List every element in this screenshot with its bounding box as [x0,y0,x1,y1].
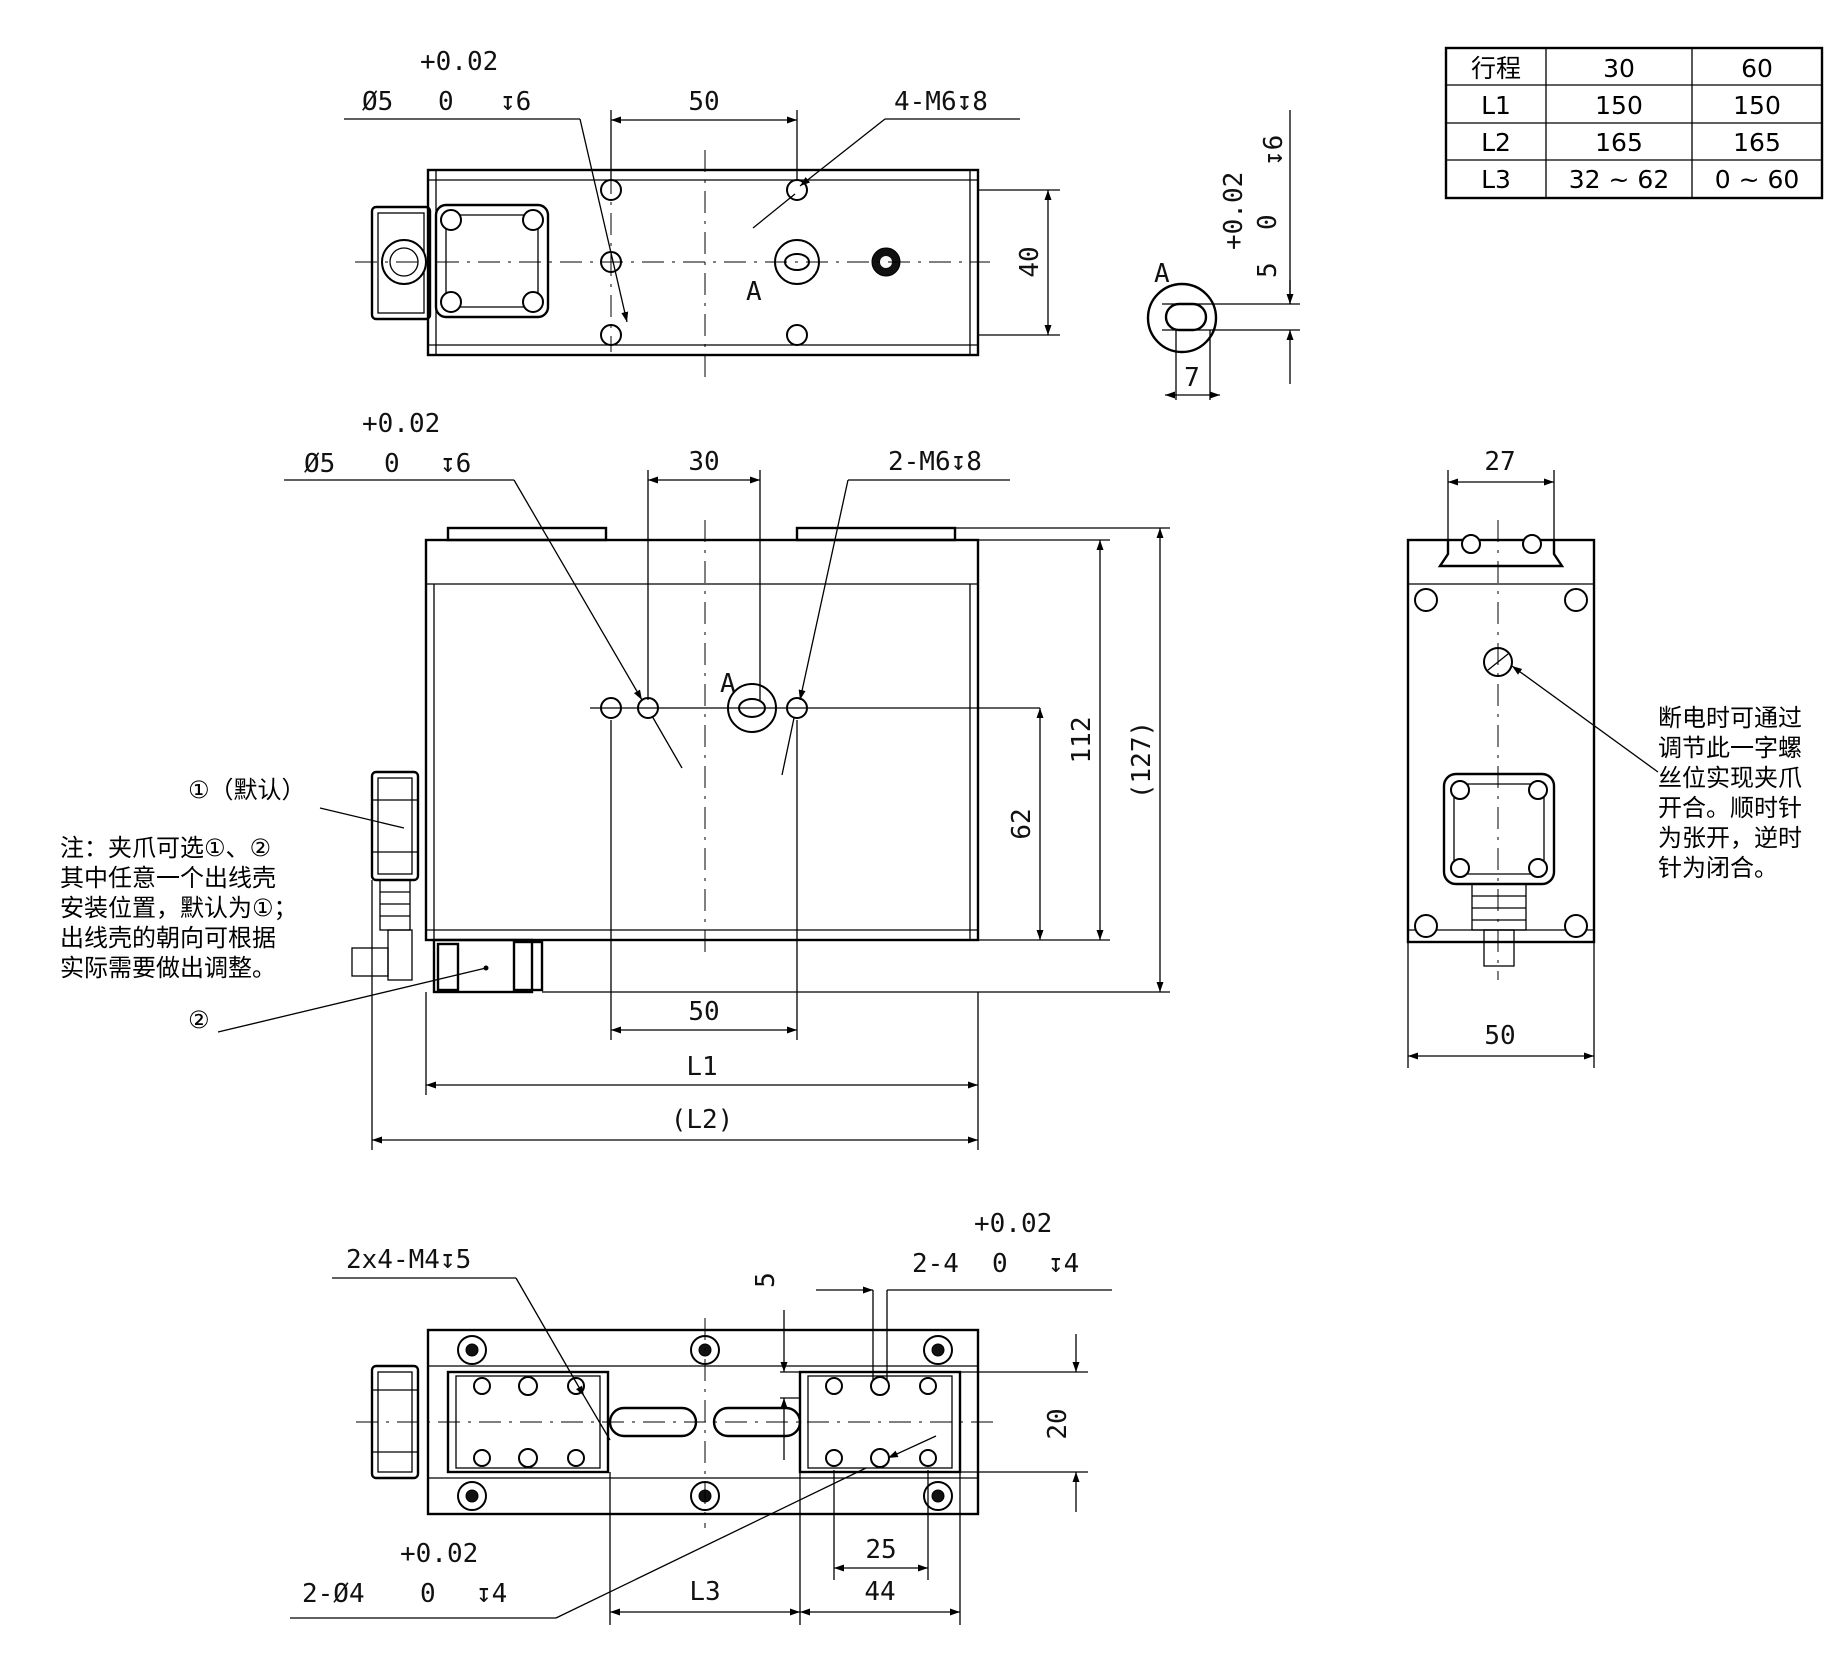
detail-a-tol: +0.02 [1219,172,1249,250]
front-hole-depth: ↧6 [440,449,471,479]
bottom-hole-callout: 2-Ø4 [302,1579,365,1609]
housing-note-line-2: 其中任意一个出线壳 [60,864,276,892]
bottom-thread-callout: 2x4-M4↧5 [346,1245,471,1275]
bottom-hole-zero: 0 [420,1579,436,1609]
table-cell-l2: L2 [1481,128,1511,157]
cable-housing-1 [351,770,420,981]
front-dim-30: 30 [688,447,719,477]
bottom-hole-tol: +0.02 [400,1539,478,1569]
table-cell-l1-30: 150 [1595,91,1643,120]
table-cell-l3-60: 0 ~ 60 [1715,165,1800,194]
table-cell-l2-60: 165 [1733,128,1781,157]
top-hole-depth: ↧6 [500,87,531,117]
front-dim-50: 50 [688,997,719,1027]
front-view: 30 +0.02 Ø5 0 ↧6 2-M6↧8 A 62 112 (127) 5… [60,409,1170,1150]
top-hole-tol: +0.02 [420,47,498,77]
bottom-hole-depth: ↧4 [476,1579,507,1609]
table-header-30: 30 [1603,54,1635,83]
manual-note-line-1: 断电时可通过 [1658,704,1802,732]
top-hole-zero: 0 [438,87,454,117]
bottom-pin-callout: 2-4 [912,1249,959,1279]
top-dim-50: 50 [688,87,719,117]
front-dim-62: 62 [1007,808,1037,839]
housing-note: 注：夹爪可选①、② 其中任意一个出线壳 安装位置，默认为①； 出线壳的朝向可根据… [60,834,298,982]
bottom-dim-25: 25 [865,1535,896,1565]
table-cell-l1-60: 150 [1733,91,1781,120]
top-section-a: A [746,277,762,307]
housing-note-line-1: 注：夹爪可选①、② [60,834,271,862]
table-cell-l3-30: 32 ~ 62 [1569,165,1669,194]
jaw-right [795,526,957,542]
bottom-pin-tol: +0.02 [974,1209,1052,1239]
side-dim-50: 50 [1484,1021,1515,1051]
manual-note-line-3: 丝位实现夹爪 [1658,764,1802,792]
bottom-pin-zero: 0 [992,1249,1008,1279]
bottom-pin-depth: ↧4 [1048,1249,1079,1279]
front-section-a: A [720,669,736,699]
jaw-left [446,526,608,542]
front-hole-zero: 0 [384,449,400,479]
housing-note-line-5: 实际需要做出调整。 [60,954,276,982]
detail-a-depth: ↧6 [1259,135,1289,166]
top-thread-callout: 4-M6↧8 [894,87,988,117]
front-dim-l1: L1 [686,1052,717,1082]
bottom-dim-20: 20 [1043,1408,1073,1439]
motor-cover [434,203,550,319]
side-dim-27: 27 [1484,447,1515,477]
front-hole-tol: +0.02 [362,409,440,439]
front-thread-callout: 2-M6↧8 [888,447,982,477]
detail-a-width: 7 [1184,363,1200,393]
manual-note-line-2: 调节此一字螺 [1658,734,1802,762]
manual-release-note: 断电时可通过 调节此一字螺 丝位实现夹爪 开合。顺时针 为张开，逆时 针为闭合。 [1658,704,1802,882]
manual-note-line-5: 为张开，逆时 [1658,824,1802,852]
connector-housing [370,205,432,321]
side-view: 27 50 断电时可通过 调节此一字螺 丝位实现夹爪 开合。顺时针 为张开，逆时… [1406,447,1802,1068]
detail-a-zero: 0 [1253,214,1283,230]
table-header-stroke: 行程 [1471,54,1521,83]
detail-a-dia: 5 [1253,262,1283,278]
table-cell-l3: L3 [1481,165,1511,194]
bottom-dim-5: 5 [751,1272,781,1288]
spec-table: 行程 30 60 L1 150 150 L2 165 165 L3 32 ~ 6… [1444,46,1824,200]
front-dim-127: (127) [1127,721,1157,799]
housing-note-line-3: 安装位置，默认为①； [60,894,298,922]
bottom-dim-44: 44 [864,1577,895,1607]
top-view: 50 40 +0.02 Ø5 0 ↧6 4-M6↧8 A [344,47,1060,378]
front-hole-dia: Ø5 [304,449,335,479]
table-cell-l1: L1 [1481,91,1511,120]
front-dim-112: 112 [1067,717,1097,764]
manual-note-line-4: 开合。顺时针 [1658,794,1802,822]
housing-label-1: ①（默认） [188,776,306,804]
table-cell-l2-30: 165 [1595,128,1643,157]
housing-note-line-4: 出线壳的朝向可根据 [60,924,276,952]
housing-label-2: ② [188,1006,210,1034]
detail-a: A 7 +0.02 0 5 ↧6 [1146,110,1300,400]
front-dim-l2: (L2) [671,1105,734,1135]
bottom-dim-l3: L3 [689,1577,720,1607]
table-header-60: 60 [1741,54,1773,83]
manual-note-line-6: 针为闭合。 [1658,854,1778,882]
top-dim-40: 40 [1015,246,1045,277]
top-hole-dia: Ø5 [362,87,393,117]
bottom-view: 2x4-M4↧5 5 +0.02 2-4 0 ↧4 20 25 L3 44 [290,1209,1112,1625]
detail-a-label: A [1154,259,1170,289]
